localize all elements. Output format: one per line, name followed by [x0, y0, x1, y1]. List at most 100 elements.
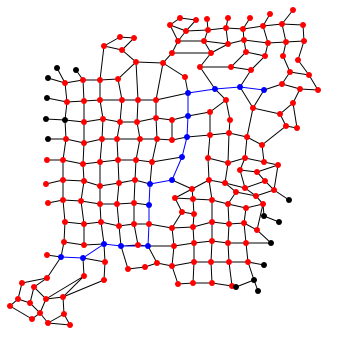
- node: [64, 99, 70, 105]
- node: [117, 119, 123, 125]
- highlighted-edge: [239, 86, 265, 91]
- node: [182, 74, 188, 80]
- highlighted-node: [212, 86, 218, 92]
- node: [97, 159, 103, 165]
- highlighted-node: [185, 113, 191, 119]
- node: [290, 100, 296, 106]
- node: [29, 316, 35, 322]
- node: [43, 181, 49, 187]
- node: [222, 180, 228, 186]
- edge: [267, 41, 287, 44]
- node: [191, 211, 197, 217]
- edge: [256, 229, 272, 244]
- edge: [64, 119, 85, 123]
- node: [67, 322, 73, 328]
- edge: [244, 157, 265, 163]
- edge: [289, 71, 310, 76]
- node: [175, 38, 181, 44]
- node: [262, 53, 268, 59]
- edge: [62, 159, 84, 165]
- node: [60, 157, 66, 163]
- node: [81, 98, 87, 104]
- node: [209, 238, 215, 244]
- edge: [46, 256, 62, 279]
- node: [43, 296, 49, 302]
- edge: [171, 245, 175, 267]
- node: [247, 15, 253, 21]
- highlighted-node: [185, 90, 191, 96]
- highlighted-node: [147, 181, 153, 187]
- edge: [121, 49, 137, 63]
- node: [265, 40, 271, 46]
- node: [175, 281, 181, 287]
- edge: [235, 191, 257, 197]
- edge: [192, 198, 213, 201]
- edge: [82, 257, 85, 277]
- highlighted-edge: [171, 156, 183, 181]
- node: [262, 178, 268, 184]
- node: [226, 130, 232, 136]
- node: [190, 224, 196, 230]
- node: [131, 221, 137, 227]
- node: [283, 39, 289, 45]
- edge: [185, 29, 209, 32]
- edge: [192, 221, 213, 228]
- edge: [192, 261, 195, 284]
- edge: [207, 157, 229, 164]
- edge: [155, 92, 189, 101]
- terminal-node: [44, 95, 50, 101]
- node: [45, 320, 51, 326]
- edge: [99, 78, 119, 81]
- terminal-node: [261, 213, 267, 219]
- node: [81, 273, 87, 279]
- edge: [64, 82, 68, 103]
- edge: [155, 62, 164, 101]
- node: [100, 116, 106, 122]
- edge: [136, 99, 139, 123]
- terminal-node: [233, 284, 239, 290]
- node: [315, 87, 321, 93]
- edge: [246, 107, 254, 138]
- edge: [162, 62, 186, 78]
- node: [114, 136, 120, 142]
- terminal-node: [286, 197, 292, 203]
- edge: [171, 265, 179, 285]
- node: [15, 296, 21, 302]
- edge: [242, 25, 264, 30]
- edge: [171, 211, 183, 229]
- node: [80, 161, 86, 167]
- edge: [134, 159, 137, 181]
- edge: [224, 182, 246, 189]
- node: [295, 57, 301, 63]
- node: [193, 17, 199, 23]
- node: [223, 25, 229, 31]
- node: [241, 220, 247, 226]
- node: [225, 240, 231, 246]
- node: [81, 178, 87, 184]
- edge: [117, 61, 137, 80]
- node: [243, 240, 249, 246]
- edge: [211, 282, 233, 287]
- edge: [62, 199, 66, 223]
- node: [260, 201, 266, 207]
- node: [99, 136, 105, 142]
- edge: [83, 118, 104, 123]
- node: [135, 97, 141, 103]
- edge: [247, 261, 255, 281]
- edge: [148, 223, 173, 229]
- edge: [116, 138, 119, 161]
- edge: [82, 142, 85, 165]
- edge: [263, 83, 283, 91]
- edge: [187, 111, 211, 117]
- highlighted-edge: [181, 136, 188, 158]
- highlighted-node: [146, 202, 152, 208]
- node: [27, 300, 33, 306]
- edge: [119, 99, 123, 123]
- edge: [64, 79, 84, 84]
- node: [207, 109, 213, 115]
- edge: [135, 61, 139, 101]
- node: [44, 252, 50, 258]
- highlighted-node: [145, 243, 151, 249]
- highlighted-node: [58, 254, 64, 260]
- edge: [239, 86, 254, 109]
